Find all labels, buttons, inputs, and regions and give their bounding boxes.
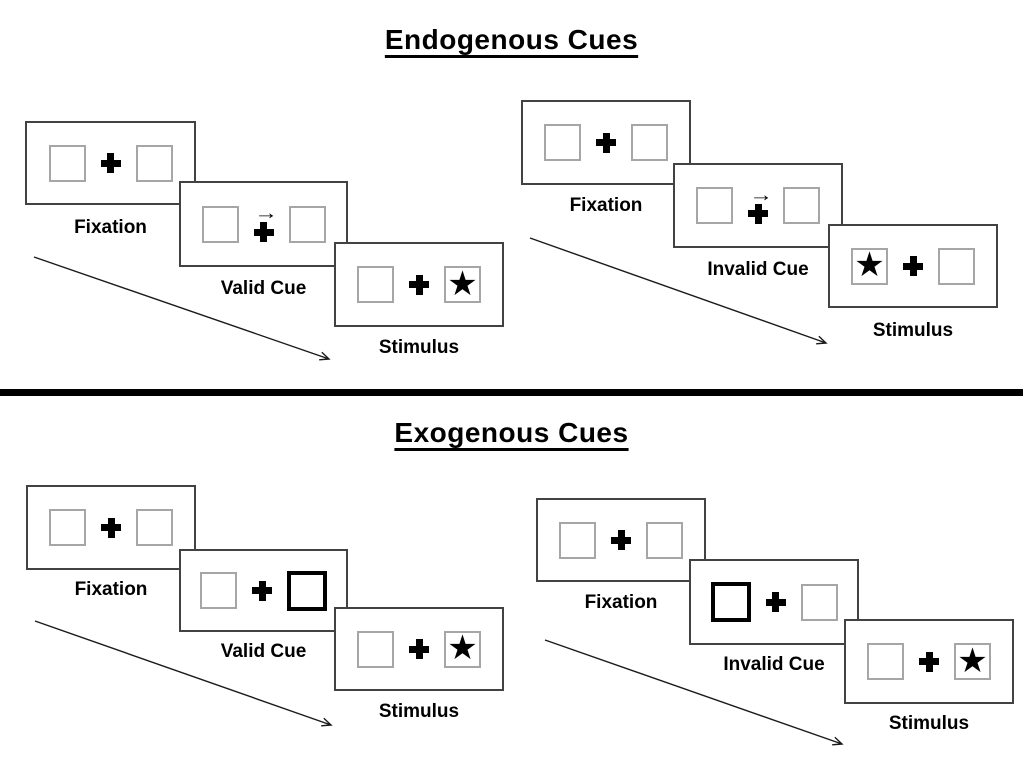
timeline-arrow-endogenous-invalid [529,237,828,345]
left-box [559,521,596,559]
fixation-panel [25,121,196,205]
fixation-cross-icon [611,530,631,550]
right-box [800,583,838,621]
right-box [938,247,975,285]
fixation-cross-icon [252,580,272,601]
stimulus-panel: ★ [828,224,998,308]
right-arrow-cue-icon: → [748,184,773,206]
fixation-label: Fixation [584,592,658,613]
right-box-with-target: ★ [444,629,481,668]
central-cue: → [748,186,772,224]
timeline-arrow-exogenous-invalid [544,639,844,746]
stimulus-panel: ★ [334,242,504,327]
cue-label: Valid Cue [220,641,307,662]
star-target-icon: ★ [957,641,988,680]
fixation-label: Fixation [569,195,643,216]
fixation-cross-icon [596,132,616,153]
stimulus-label: Stimulus [378,701,460,722]
left-box [544,124,581,161]
right-box [783,187,820,224]
right-arrow-cue-icon: → [254,203,278,224]
cue-label: Invalid Cue [723,654,825,675]
fixation-cross-icon [409,274,429,295]
left-box [49,509,86,546]
timeline-arrow-exogenous-valid [34,620,333,727]
fixation-panel [521,100,691,185]
fixation-cross-icon [919,651,939,672]
fixation-cross-icon [765,592,786,612]
left-box [357,630,394,668]
right-box [135,144,173,182]
stimulus-panel: ★ [844,619,1014,704]
right-box [136,509,173,546]
star-target-icon: ★ [447,264,478,303]
central-cue: → [253,204,278,242]
fixation-cross-icon [748,203,768,224]
left-box [201,205,239,243]
fixation-cross-icon [903,256,923,276]
star-target-icon: ★ [447,629,478,667]
right-box [631,124,668,161]
right-box [288,205,326,243]
invalid-cue-panel [689,559,859,645]
stimulus-label: Stimulus [888,713,970,734]
fixation-panel [26,485,196,570]
fixation-cross-icon [253,222,274,242]
right-box-highlighted-cue [287,570,327,611]
valid-cue-panel [179,549,348,632]
fixation-cross-icon [409,639,429,659]
fixation-cross-icon [101,517,121,538]
fixation-cross-icon [100,153,121,173]
fixation-label: Fixation [74,217,147,238]
left-box [867,643,904,680]
right-box-with-target: ★ [444,266,481,303]
left-box [696,187,733,224]
right-box-with-target: ★ [954,643,991,680]
exogenous-section-title: Exogenous Cues [394,417,629,448]
fixation-panel [536,498,706,582]
fixation-label: Fixation [74,579,148,600]
left-box [357,266,394,303]
left-box-with-target: ★ [851,246,888,285]
left-box-highlighted-cue [710,582,751,622]
cue-label: Valid Cue [220,278,307,299]
left-box [200,572,237,609]
valid-cue-panel: → [179,181,348,267]
left-box [48,144,86,182]
invalid-cue-panel: → [673,163,843,248]
stimulus-panel: ★ [334,607,504,691]
endogenous-section-title: Endogenous Cues [384,24,639,55]
right-box [646,521,683,559]
timeline-arrow-endogenous-valid [33,256,331,361]
cue-label: Invalid Cue [707,259,809,280]
section-divider [0,389,1023,396]
stimulus-label: Stimulus [872,320,954,341]
stimulus-label: Stimulus [378,337,460,358]
star-target-icon: ★ [854,246,885,284]
